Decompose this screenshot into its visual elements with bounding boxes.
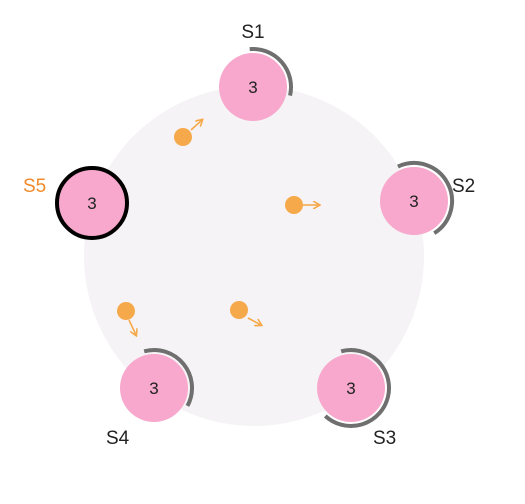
message-arrow xyxy=(190,120,202,131)
message-to-s4 xyxy=(117,302,136,335)
server-s1-node xyxy=(219,53,287,121)
message-dot xyxy=(117,302,135,320)
server-s1[interactable]: 3 S1 xyxy=(219,22,293,121)
server-s4-label: S4 xyxy=(106,428,130,449)
server-s4-node xyxy=(120,354,188,422)
server-s4-timer-arc xyxy=(143,347,194,407)
server-s1-timer-arc xyxy=(249,47,293,96)
server-s5-leader-ring xyxy=(55,166,129,240)
server-s1-term: 3 xyxy=(248,78,257,97)
server-s4[interactable]: 3 S4 xyxy=(106,347,194,449)
server-s3-label: S3 xyxy=(373,428,396,449)
message-to-s1 xyxy=(174,120,202,146)
message-arrow xyxy=(247,317,261,325)
message-dot xyxy=(285,196,303,214)
message-to-s3 xyxy=(230,301,261,325)
server-s5[interactable]: 3 S5 xyxy=(23,166,129,240)
server-s3-node xyxy=(317,354,385,422)
message-arrow xyxy=(128,319,136,335)
server-s2-label: S2 xyxy=(452,176,475,197)
server-s3-timer-arc xyxy=(323,347,391,428)
message-to-s2 xyxy=(285,196,319,214)
message-dot xyxy=(230,301,248,319)
server-s5-label: S5 xyxy=(23,176,46,197)
server-s4-term: 3 xyxy=(149,379,158,398)
server-s2-node xyxy=(380,167,448,235)
cluster-background xyxy=(84,86,424,426)
server-s3[interactable]: 3 S3 xyxy=(317,347,396,449)
server-s2[interactable]: 3 S2 xyxy=(380,161,475,235)
server-s2-timer-arc xyxy=(397,161,455,235)
server-s1-label: S1 xyxy=(241,22,264,43)
message-dot xyxy=(174,128,192,146)
server-s5-term: 3 xyxy=(87,194,96,213)
server-s5-node xyxy=(58,169,126,237)
server-s3-term: 3 xyxy=(346,379,355,398)
server-s2-term: 3 xyxy=(409,192,418,211)
